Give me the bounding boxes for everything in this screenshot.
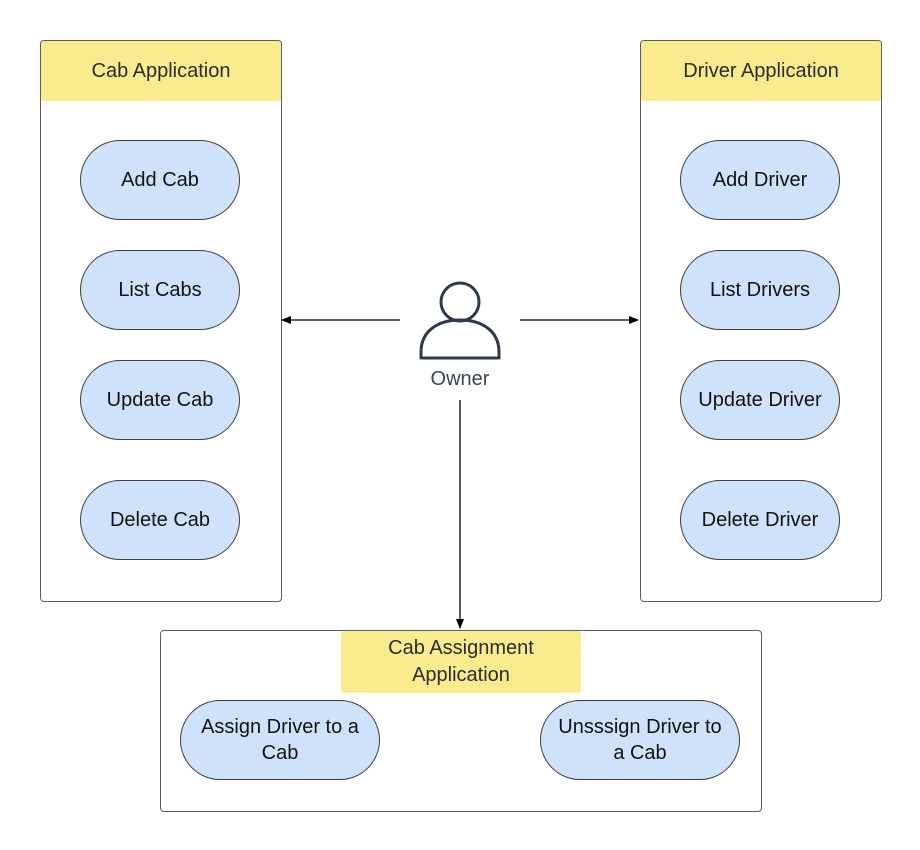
usecase-add-cab[interactable]: Add Cab	[80, 140, 240, 220]
usecase-update-driver[interactable]: Update Driver	[680, 360, 840, 440]
cab-application-title: Cab Application	[41, 41, 281, 101]
owner-label: Owner	[430, 368, 490, 390]
usecase-list-drivers[interactable]: List Drivers	[680, 250, 840, 330]
driver-application-title: Driver Application	[641, 41, 881, 101]
usecase-delete-cab[interactable]: Delete Cab	[80, 480, 240, 560]
usecase-unassign-driver[interactable]: Unsssign Driver to a Cab	[540, 700, 740, 780]
cab-assignment-application-title: Cab Assignment Application	[341, 631, 581, 693]
usecase-list-cabs[interactable]: List Cabs	[80, 250, 240, 330]
usecase-update-cab[interactable]: Update Cab	[80, 360, 240, 440]
usecase-delete-driver[interactable]: Delete Driver	[680, 480, 840, 560]
owner-actor-icon	[419, 281, 501, 360]
usecase-assign-driver[interactable]: Assign Driver to a Cab	[180, 700, 380, 780]
usecase-add-driver[interactable]: Add Driver	[680, 140, 840, 220]
